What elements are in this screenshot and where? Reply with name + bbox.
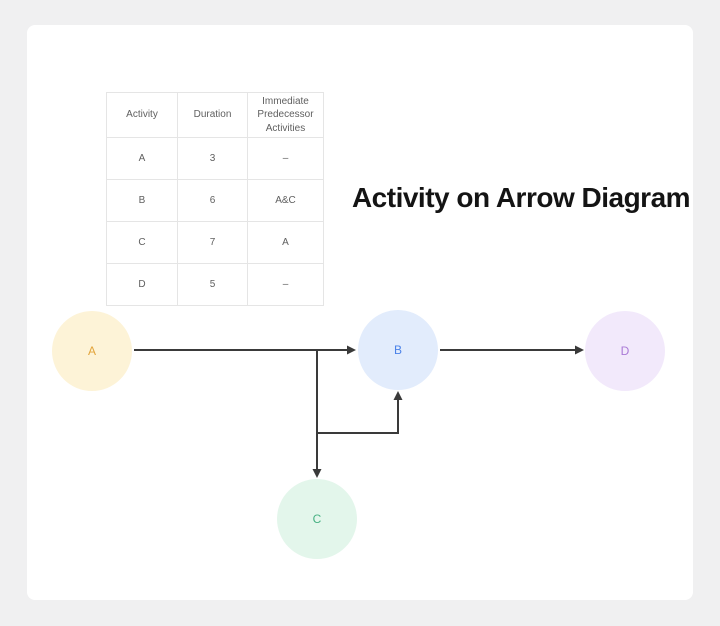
- cell-activity: B: [106, 179, 178, 222]
- node-b-label: B: [393, 343, 402, 357]
- page-title: Activity on Arrow Diagram: [351, 182, 691, 213]
- cell-predecessor: –: [247, 137, 324, 180]
- cell-duration: 5: [177, 263, 248, 306]
- cell-predecessor: A: [247, 221, 324, 264]
- table-row: A 3 –: [106, 137, 324, 180]
- diagram-canvas: Activity Duration Immediate Predecessor …: [27, 25, 693, 600]
- node-d-label: D: [620, 344, 630, 358]
- table-row: C 7 A: [106, 221, 324, 264]
- table-row: B 6 A&C: [106, 179, 324, 222]
- cell-duration: 7: [177, 221, 248, 264]
- node-d[interactable]: D: [585, 311, 665, 391]
- table-header-duration: Duration: [177, 92, 248, 138]
- cell-duration: 3: [177, 137, 248, 180]
- node-b[interactable]: B: [358, 310, 438, 390]
- table-header-row: Activity Duration Immediate Predecessor …: [106, 92, 324, 138]
- table-row: D 5 –: [106, 263, 324, 306]
- node-c-label: C: [312, 512, 322, 526]
- cell-activity: D: [106, 263, 178, 306]
- cell-predecessor: –: [247, 263, 324, 306]
- table-header-activity: Activity: [106, 92, 178, 138]
- predecessor-table: Activity Duration Immediate Predecessor …: [106, 92, 324, 306]
- node-a[interactable]: A: [52, 311, 132, 391]
- cell-activity: A: [106, 137, 178, 180]
- cell-activity: C: [106, 221, 178, 264]
- cell-predecessor: A&C: [247, 179, 324, 222]
- node-a-label: A: [87, 344, 96, 358]
- node-c[interactable]: C: [277, 479, 357, 559]
- cell-duration: 6: [177, 179, 248, 222]
- table-header-predecessor: Immediate Predecessor Activities: [247, 92, 324, 138]
